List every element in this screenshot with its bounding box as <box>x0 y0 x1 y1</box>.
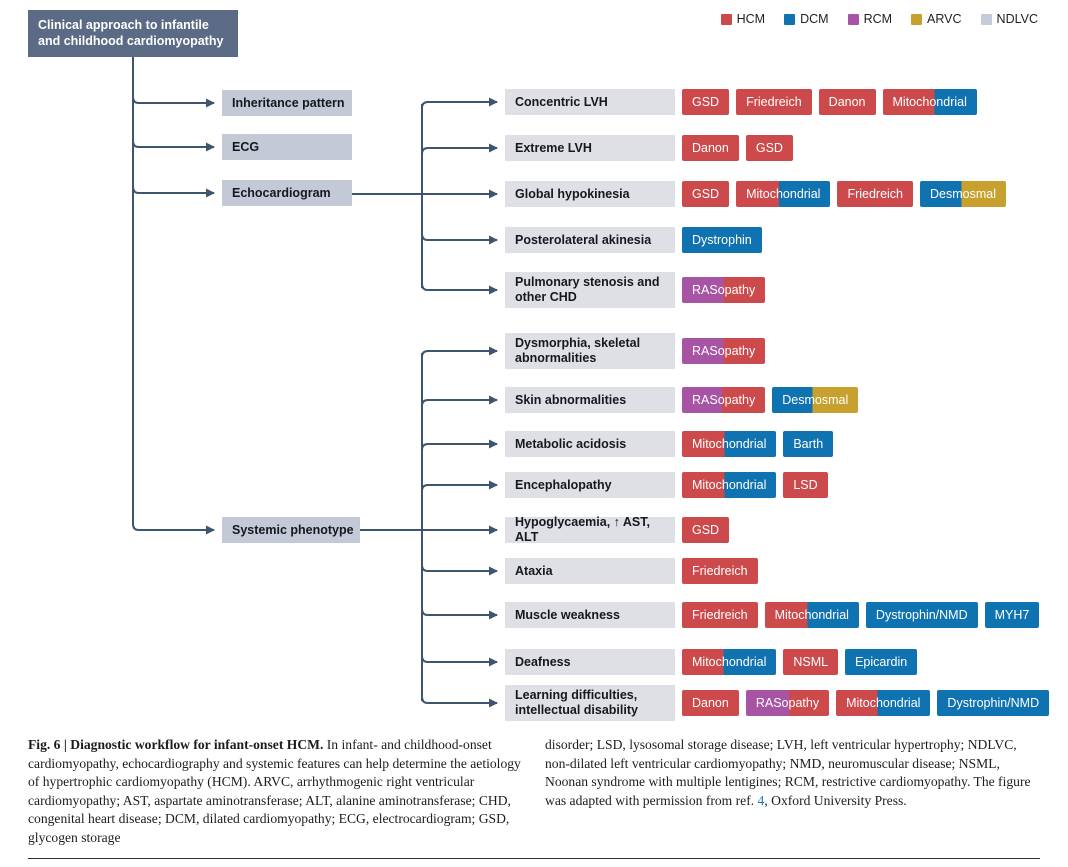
aetiology-badge: Danon <box>682 690 739 716</box>
row-label: Ataxia <box>505 558 675 584</box>
row-label: Pulmonary stenosis and other CHD <box>505 272 675 308</box>
legend-item-ndlvc: NDLVC <box>980 12 1038 26</box>
aetiology-badge: Mitochondrial <box>836 690 931 716</box>
legend-item-rcm: RCM <box>847 12 893 26</box>
legend-swatch-rcm <box>847 13 859 25</box>
aetiology-badge: Mitochondrial <box>736 181 831 207</box>
aetiology-badge: Mitochondrial <box>682 472 777 498</box>
row-label: Metabolic acidosis <box>505 431 675 457</box>
aetiology-badge: Friedreich <box>837 181 914 207</box>
primary-node-ecg: ECG <box>222 134 352 160</box>
aetiology-badge: Dystrophin/NMD <box>937 690 1050 716</box>
aetiology-badge: Friedreich <box>682 558 758 584</box>
legend-item-arvc: ARVC <box>911 12 962 26</box>
badge-strip: GSD <box>682 517 730 543</box>
row-label: Learning difficulties, intellectual disa… <box>505 685 675 721</box>
legend: HCM DCM RCM ARVC NDLVC <box>720 12 1038 26</box>
bottom-rule <box>28 858 1040 859</box>
legend-item-hcm: HCM <box>720 12 766 26</box>
row-label: Hypoglycaemia, ↑ AST, ALT <box>505 515 675 544</box>
root-node: Clinical approach to infantile and child… <box>28 10 238 57</box>
aetiology-badge: RASopathy <box>682 277 766 303</box>
row-label: Encephalopathy <box>505 472 675 498</box>
row-label: Posterolateral akinesia <box>505 227 675 253</box>
aetiology-badge: Desmosmal <box>772 387 859 413</box>
caption-column-1: Fig. 6 | Diagnostic workflow for infant-… <box>28 736 522 848</box>
caption-text-3: , Oxford University Press. <box>764 792 907 808</box>
aetiology-badge: Mitochondrial <box>882 89 977 115</box>
aetiology-badge: RASopathy <box>682 338 766 364</box>
aetiology-badge: Danon <box>818 89 876 115</box>
legend-label: NDLVC <box>996 12 1038 26</box>
reference-link[interactable]: 4 <box>757 792 765 808</box>
aetiology-badge: Desmosmal <box>920 181 1007 207</box>
aetiology-badge: Friedreich <box>736 89 812 115</box>
legend-label: DCM <box>800 12 829 26</box>
row-label: Deafness <box>505 649 675 675</box>
badge-strip: RASopathy <box>682 338 766 364</box>
aetiology-badge: Mitochondrial <box>682 431 777 457</box>
aetiology-badge: Epicardin <box>845 649 918 675</box>
aetiology-badge: MYH7 <box>984 602 1040 628</box>
legend-swatch-dcm <box>784 13 796 25</box>
caption-figure-label: Fig. 6 | Diagnostic workflow for infant-… <box>28 737 324 752</box>
aetiology-badge: LSD <box>783 472 828 498</box>
legend-item-dcm: DCM <box>784 12 829 26</box>
aetiology-badge: RASopathy <box>745 690 830 716</box>
aetiology-badge: GSD <box>682 517 730 543</box>
primary-node-systemic-phenotype: Systemic phenotype <box>222 517 360 543</box>
badge-strip: Friedreich <box>682 558 758 584</box>
caption-column-2: disorder; LSD, lysosomal storage disease… <box>545 736 1042 810</box>
badge-strip: Dystrophin <box>682 227 762 253</box>
aetiology-badge: NSML <box>783 649 839 675</box>
badge-strip: RASopathy <box>682 277 766 303</box>
aetiology-badge: GSD <box>682 89 730 115</box>
row-label: Skin abnormalities <box>505 387 675 413</box>
aetiology-badge: RASopathy <box>682 387 766 413</box>
row-label: Extreme LVH <box>505 135 675 161</box>
row-label: Global hypokinesia <box>505 181 675 207</box>
aetiology-badge: Friedreich <box>682 602 758 628</box>
row-label: Muscle weakness <box>505 602 675 628</box>
caption-text-2: disorder; LSD, lysosomal storage disease… <box>545 737 1031 808</box>
aetiology-badge: GSD <box>682 181 730 207</box>
aetiology-badge: GSD <box>745 135 793 161</box>
caption-text-1: In infant- and childhood-onset cardiomyo… <box>28 737 521 845</box>
primary-node-inheritance-pattern: Inheritance pattern <box>222 90 352 116</box>
legend-label: ARVC <box>927 12 962 26</box>
aetiology-badge: Mitochondrial <box>764 602 859 628</box>
primary-node-echocardiogram: Echocardiogram <box>222 180 352 206</box>
legend-swatch-ndlvc <box>980 13 992 25</box>
aetiology-badge: Mitochondrial <box>682 649 777 675</box>
legend-swatch-hcm <box>720 13 732 25</box>
legend-label: RCM <box>863 12 893 26</box>
legend-label: HCM <box>736 12 766 26</box>
legend-swatch-arvc <box>911 13 923 25</box>
row-label: Concentric LVH <box>505 89 675 115</box>
aetiology-badge: Danon <box>682 135 739 161</box>
aetiology-badge: Dystrophin/NMD <box>865 602 978 628</box>
aetiology-badge: Dystrophin <box>682 227 762 253</box>
row-label: Dysmorphia, skeletal abnormalities <box>505 333 675 369</box>
aetiology-badge: Barth <box>783 431 834 457</box>
